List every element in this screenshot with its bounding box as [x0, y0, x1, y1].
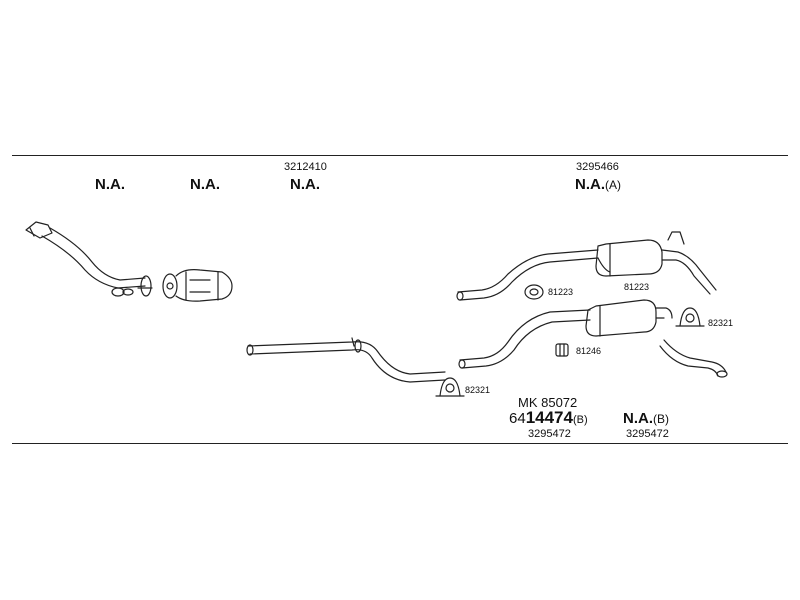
front-downpipe-part	[25, 221, 153, 297]
kit-reference-number: 3295472	[528, 428, 571, 440]
col4-part-number: 3295466	[576, 161, 619, 173]
middle-pipe-part	[246, 337, 446, 383]
col1-na-label: N.A.	[95, 176, 125, 193]
kit-prefix: 64	[509, 410, 526, 427]
gasket-81223-part	[524, 284, 544, 300]
col4-na-label: N.A.(A)	[575, 177, 621, 192]
tail-pipe-part	[659, 339, 728, 378]
top-divider	[12, 155, 788, 156]
col3-part-number: 3212410	[284, 161, 327, 173]
gasket-81246-part	[555, 343, 569, 357]
col4-na-text: N.A.	[575, 176, 605, 193]
gasket-81223-label: 81223	[548, 287, 574, 297]
rear-na-suffix: (B)	[653, 412, 669, 426]
clamp-82321-right-label: 82321	[708, 318, 734, 328]
rear-na-text: N.A.	[623, 410, 653, 427]
bottom-divider	[12, 443, 788, 444]
clamp-82321-middle-label: 82321	[465, 385, 491, 395]
col4-na-suffix: (A)	[605, 178, 621, 192]
col3-na-label: N.A.	[290, 176, 320, 193]
rear-assembly-b-part	[458, 299, 673, 369]
catalytic-converter-part	[162, 269, 233, 302]
col2-na-label: N.A.	[190, 176, 220, 193]
clamp-82321-middle-part	[435, 377, 465, 397]
mounting-kit-label: MK 85072	[518, 395, 578, 410]
clamp-81223-label: 81223	[624, 282, 650, 292]
clamp-82321-right-part	[675, 307, 705, 327]
kit-suffix: (B)	[572, 414, 588, 426]
rear-na-label: N.A.(B)	[623, 411, 669, 426]
kit-number-label: 6414474(B)	[509, 409, 588, 426]
kit-number: 14474	[525, 408, 573, 427]
rear-reference-number: 3295472	[626, 428, 669, 440]
rear-assembly-a-part	[456, 231, 717, 301]
gasket-81246-label: 81246	[576, 346, 602, 356]
